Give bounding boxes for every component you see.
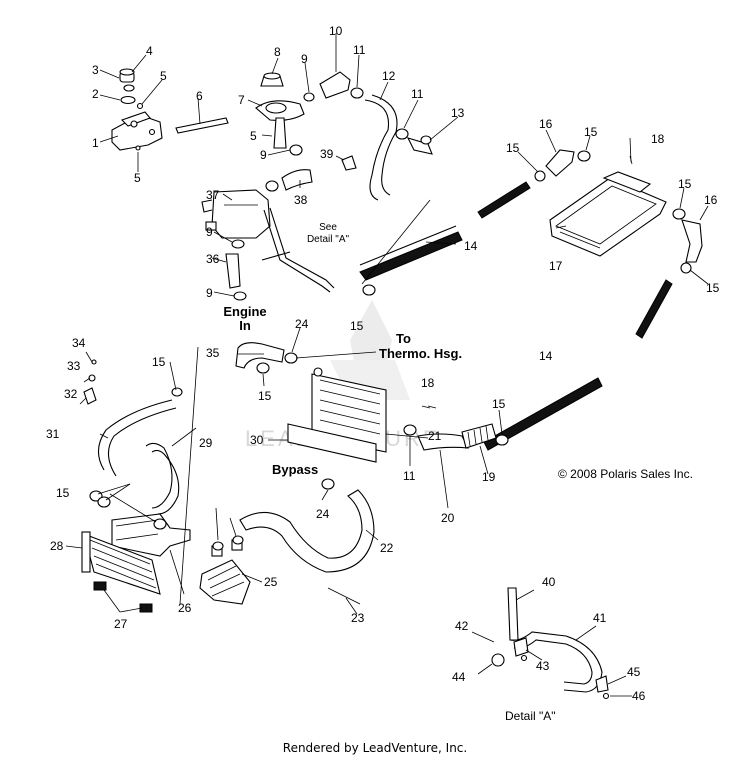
callout-36: 36 [206, 252, 220, 266]
callout-42: 42 [455, 619, 469, 633]
callout-37: 37 [206, 188, 220, 202]
callout-14: 14 [539, 349, 553, 363]
callout-11: 11 [353, 43, 366, 57]
callout-11: 11 [403, 469, 416, 483]
leader-lines [65, 33, 709, 697]
callout-38: 38 [294, 193, 308, 207]
engine-in-label-line2: In [239, 318, 251, 333]
parts-artwork [81, 68, 703, 700]
callout-4: 4 [146, 44, 153, 58]
footer-text: Rendered by LeadVenture, Inc. [283, 741, 467, 755]
callout-18: 18 [651, 132, 665, 146]
callout-41: 41 [593, 611, 607, 625]
callout-19: 19 [482, 470, 496, 484]
annotations: See Detail "A" Engine In To Thermo. Hsg.… [223, 222, 693, 755]
callout-numbers: 1 2 3 4 5 5 5 6 7 8 9 9 9 9 10 11 11 11 … [46, 24, 720, 703]
callout-15: 15 [678, 177, 692, 191]
callout-17: 17 [549, 259, 563, 273]
callout-28: 28 [50, 539, 64, 553]
to-thermo-label-line2: Thermo. Hsg. [379, 346, 462, 361]
callout-7: 7 [238, 93, 245, 107]
callout-11: 11 [411, 87, 424, 101]
callout-13: 13 [451, 106, 465, 120]
callout-5: 5 [160, 69, 167, 83]
callout-5: 5 [250, 129, 257, 143]
callout-5: 5 [134, 171, 141, 185]
callout-9: 9 [301, 52, 308, 66]
callout-30: 30 [250, 433, 264, 447]
callout-20: 20 [441, 511, 455, 525]
callout-15: 15 [492, 397, 506, 411]
callout-10: 10 [329, 24, 343, 38]
callout-45: 45 [627, 665, 641, 679]
callout-15: 15 [706, 281, 720, 295]
detail-a-caption: Detail "A" [505, 709, 556, 723]
callout-6: 6 [196, 89, 203, 103]
callout-15: 15 [506, 141, 520, 155]
callout-15: 15 [258, 389, 272, 403]
callout-16: 16 [539, 117, 553, 131]
callout-31: 31 [46, 427, 60, 441]
callout-29: 29 [199, 436, 213, 450]
callout-34: 34 [72, 336, 86, 350]
callout-1: 1 [92, 136, 99, 150]
callout-9: 9 [260, 148, 267, 162]
callout-24: 24 [316, 507, 330, 521]
callout-15: 15 [56, 486, 70, 500]
callout-23: 23 [351, 611, 365, 625]
callout-18: 18 [421, 376, 435, 390]
callout-8: 8 [274, 45, 281, 59]
callout-40: 40 [542, 575, 556, 589]
callout-15: 15 [152, 355, 166, 369]
see-detail-label-line1: See [319, 222, 337, 233]
see-detail-label-line2: Detail "A" [307, 234, 350, 245]
callout-2: 2 [92, 87, 99, 101]
callout-22: 22 [380, 541, 394, 555]
callout-35: 35 [206, 346, 220, 360]
callout-9: 9 [206, 286, 213, 300]
callout-21: 21 [428, 429, 442, 443]
to-thermo-label-line1: To [396, 331, 411, 346]
callout-9: 9 [206, 225, 213, 239]
callout-39: 39 [320, 147, 334, 161]
callout-14: 14 [464, 239, 478, 253]
callout-15: 15 [350, 319, 364, 333]
callout-32: 32 [64, 387, 78, 401]
callout-43: 43 [536, 659, 550, 673]
callout-3: 3 [92, 63, 99, 77]
callout-26: 26 [178, 601, 192, 615]
callout-12: 12 [382, 69, 396, 83]
engine-in-label-line1: Engine [223, 304, 266, 319]
callout-24: 24 [295, 317, 309, 331]
callout-27: 27 [114, 617, 128, 631]
callout-16: 16 [704, 193, 718, 207]
callout-25: 25 [264, 575, 278, 589]
callout-44: 44 [452, 670, 466, 684]
callout-15: 15 [584, 125, 598, 139]
callout-33: 33 [67, 359, 81, 373]
copyright-text: © 2008 Polaris Sales Inc. [558, 467, 693, 481]
callout-46: 46 [632, 689, 646, 703]
bypass-label: Bypass [272, 462, 318, 477]
